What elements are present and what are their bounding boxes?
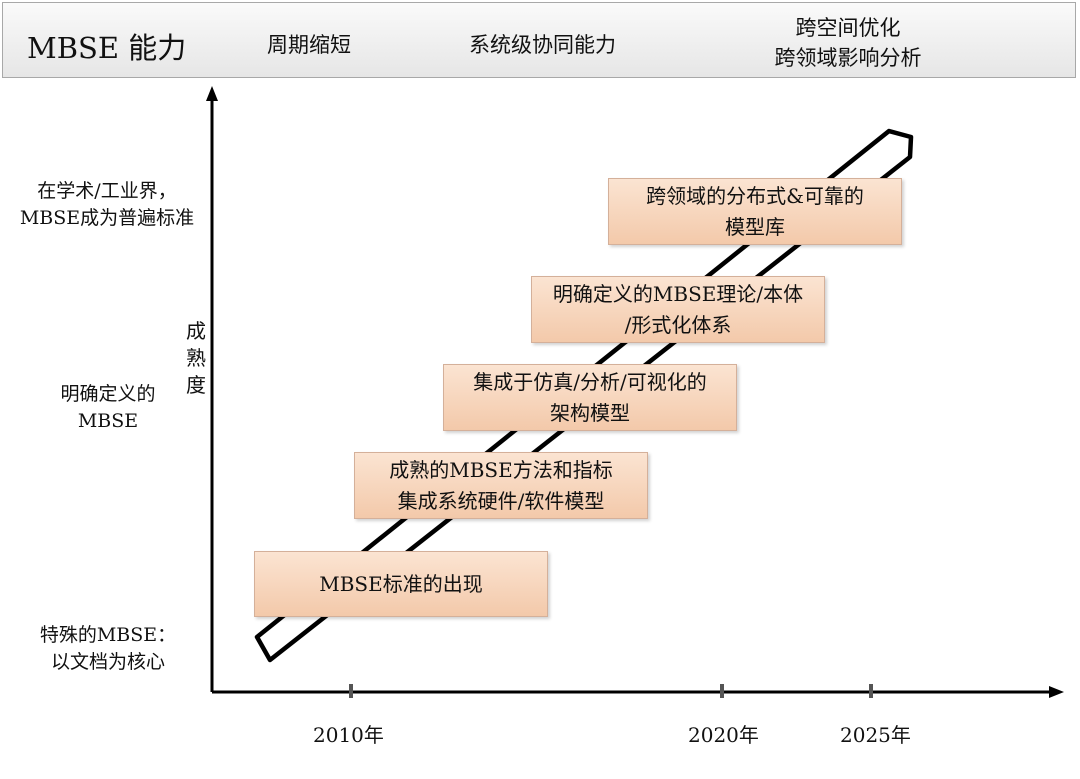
level-label-line: 明确定义的 xyxy=(60,383,156,405)
stage-label-line: 明确定义的MBSE理论/本体 xyxy=(552,281,804,306)
stage-box-4: 明确定义的MBSE理论/本体 /形式化体系 xyxy=(531,276,825,343)
stage-label-line: MBSE标准的出现 xyxy=(319,571,483,596)
level-label-line: MBSE成为普遍标准 xyxy=(19,207,195,229)
x-tick-label: 2025年 xyxy=(840,723,911,747)
x-tick-label: 2010年 xyxy=(313,723,384,747)
level-label-line: 特殊的MBSE： xyxy=(39,624,177,646)
header-capability-cycle: 周期缩短 xyxy=(267,29,351,59)
level-label-ad-hoc: 特殊的MBSE： 以文档为核心 xyxy=(18,622,198,676)
stage-box-1: MBSE标准的出现 xyxy=(254,551,548,617)
header-capability-cross-domain: 跨空间优化 跨领域影响分析 xyxy=(763,13,933,73)
y-axis-title-char: 熟 xyxy=(186,346,206,370)
header-capability-system: 系统级协同能力 xyxy=(469,29,616,59)
y-axis-arrowhead xyxy=(206,86,218,101)
header-title: MBSE 能力 xyxy=(27,31,187,65)
level-label-line: 以文档为核心 xyxy=(50,651,165,673)
stage-box-2: 成熟的MBSE方法和指标 集成系统硬件/软件模型 xyxy=(354,452,648,519)
header-capability-line: 周期缩短 xyxy=(267,33,351,57)
stage-label-line: 集成于仿真/分析/可视化的 xyxy=(473,369,707,394)
stage-box-5: 跨领域的分布式&可靠的 模型库 xyxy=(608,178,902,245)
stage-label-line: 架构模型 xyxy=(550,400,630,425)
x-tick-label: 2020年 xyxy=(688,723,759,747)
header-capability-line: 跨领域影响分析 xyxy=(774,46,922,70)
y-axis-title-char: 度 xyxy=(186,373,206,397)
y-axis-title-char: 成 xyxy=(186,319,206,343)
header-capability-line: 跨空间优化 xyxy=(795,16,901,40)
level-label-line: 在学术/工业界， xyxy=(37,180,177,202)
y-axis-title: 成 熟 度 xyxy=(184,318,208,399)
stage-label-line: /形式化体系 xyxy=(624,312,732,337)
stage-label-line: 成熟的MBSE方法和指标 xyxy=(389,457,613,482)
level-label-line: MBSE xyxy=(77,410,139,432)
stage-box-3: 集成于仿真/分析/可视化的 架构模型 xyxy=(443,364,737,431)
header-capability-line: 系统级协同能力 xyxy=(469,33,616,57)
capability-header: MBSE 能力 周期缩短 系统级协同能力 跨空间优化 跨领域影响分析 xyxy=(2,2,1076,78)
x-axis-arrowhead xyxy=(1049,686,1064,698)
stage-label-line: 跨领域的分布式&可靠的 xyxy=(646,183,864,208)
stage-label-line: 集成系统硬件/软件模型 xyxy=(397,488,605,513)
level-label-standard: 在学术/工业界， MBSE成为普遍标准 xyxy=(6,178,208,232)
level-label-defined: 明确定义的 MBSE xyxy=(18,381,198,435)
stage-label-line: 模型库 xyxy=(725,214,785,239)
